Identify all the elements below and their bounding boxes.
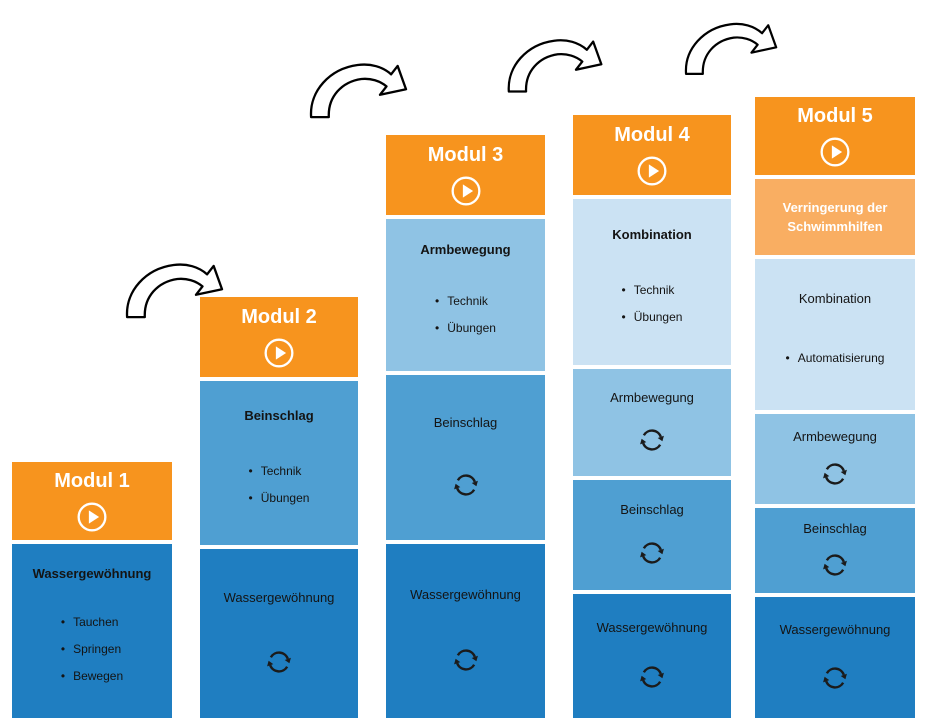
block-beinschlag: Beinschlag [573,480,731,590]
block-wassergewoehnung: Wassergewöhnung [755,597,915,718]
repeat-cycle-icon [637,662,667,692]
bullet-item: Springen [61,642,123,656]
repeat-cycle-icon [820,663,850,693]
bullet-item: Übungen [249,491,310,505]
block-title: Kombination [612,227,692,242]
module-column-1: Modul 1 Wassergewöhnung Tauchen Springen… [12,462,172,718]
repeat-cycle-icon [820,550,850,580]
block-armbewegung: Armbewegung [573,369,731,476]
module-column-5: Modul 5 Verringerung der Schwimmhilfen K… [755,97,915,718]
block-title: Wassergewöhnung [223,590,335,606]
play-icon[interactable] [636,155,668,187]
repeat-cycle-icon [264,647,294,677]
bullet-list: Technik Übungen [249,451,310,518]
play-icon[interactable] [819,136,851,168]
bullet-list: Tauchen Springen Bewegen [61,602,123,696]
module-2-header: Modul 2 [200,297,358,377]
curved-arrow-icon [676,12,788,88]
block-wassergewoehnung: Wassergewöhnung [200,549,358,718]
block-armbewegung: Armbewegung [755,414,915,504]
block-beinschlag: Beinschlag [755,508,915,593]
bullet-item: Technik [622,283,683,297]
block-beinschlag: Beinschlag [386,375,545,540]
play-icon[interactable] [76,501,108,533]
block-armbewegung: Armbewegung Technik Übungen [386,219,545,371]
block-kombination: Kombination Technik Übungen [573,199,731,365]
block-title: Wassergewöhnung [779,622,891,638]
block-title: Armbewegung [420,242,511,258]
curved-arrow-icon [302,52,417,132]
repeat-cycle-icon [637,538,667,568]
block-beinschlag: Beinschlag Technik Übungen [200,381,358,545]
bullet-item: Übungen [435,321,496,335]
block-title: Beinschlag [433,415,498,430]
play-icon[interactable] [450,175,482,207]
module-5-header: Modul 5 [755,97,915,175]
module-column-4: Modul 4 Kombination Technik Übungen Armb… [573,115,731,718]
block-kombination: Kombination Automatisierung [755,259,915,410]
module-title: Modul 4 [614,123,690,146]
module-4-header: Modul 4 [573,115,731,195]
bullet-item: Automatisierung [786,351,885,365]
module-title: Modul 3 [427,143,504,166]
module-title: Modul 5 [797,104,873,127]
repeat-cycle-icon [637,425,667,455]
bullet-item: Bewegen [61,669,123,683]
block-title: Beinschlag [803,521,867,537]
play-icon[interactable] [263,337,295,369]
module-title: Modul 1 [54,469,130,492]
repeat-cycle-icon [451,470,481,500]
bullet-item: Tauchen [61,615,123,629]
block-title: Verringerung der Schwimmhilfen [782,199,888,235]
block-title: Beinschlag [620,501,684,517]
block-title: Armbewegung [793,429,877,444]
bullet-item: Technik [249,464,310,478]
repeat-cycle-icon [820,459,850,489]
module-title: Modul 2 [241,305,317,328]
block-title: Kombination [798,291,872,306]
bullet-item: Übungen [622,310,683,324]
block-title: Beinschlag [244,408,314,424]
bullet-item: Technik [435,294,496,308]
block-title: Wassergewöhnung [32,565,152,581]
block-title: Armbewegung [610,389,694,405]
module-3-header: Modul 3 [386,135,545,215]
block-wassergewoehnung: Wassergewöhnung Tauchen Springen Bewegen [12,544,172,718]
module-column-3: Modul 3 Armbewegung Technik Übungen Bein… [386,135,545,718]
block-wassergewoehnung: Wassergewöhnung [573,594,731,718]
block-title: Wassergewöhnung [410,587,521,602]
bullet-list: Technik Übungen [435,281,496,348]
bullet-list: Automatisierung [786,338,885,378]
module-column-2: Modul 2 Beinschlag Technik Übungen Wasse… [200,297,358,718]
block-verringerung-schwimmhilfen: Verringerung der Schwimmhilfen [755,179,915,255]
module-1-header: Modul 1 [12,462,172,540]
block-title: Wassergewöhnung [596,620,708,636]
bullet-list: Technik Übungen [622,270,683,337]
curved-arrow-icon [500,28,612,106]
repeat-cycle-icon [451,645,481,675]
block-wassergewoehnung: Wassergewöhnung [386,544,545,718]
